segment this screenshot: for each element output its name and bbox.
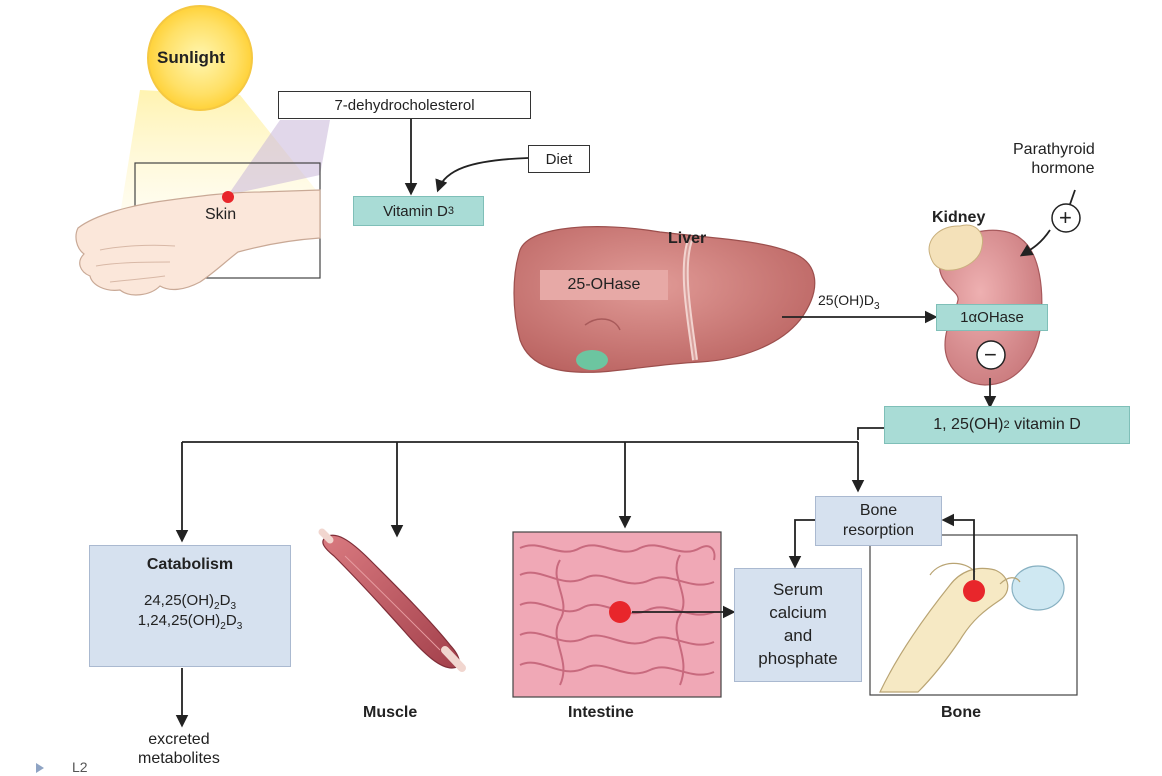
skin-highlight-cone — [228, 120, 330, 195]
serum-box: Serum calcium and phosphate — [734, 568, 862, 682]
excreted-line1: excreted — [148, 731, 210, 748]
catabolism-title: Catabolism — [146, 556, 234, 573]
ohase25-box: 25-OHase — [540, 270, 668, 300]
liver-label: Liver — [668, 230, 707, 247]
muscle-icon — [318, 528, 466, 672]
diet-label: Diet — [545, 150, 573, 168]
active-vitamin-d-box: 1, 25(OH)2 vitamin D — [884, 406, 1130, 444]
intestine-marker — [609, 601, 631, 623]
catabolism-box: Catabolism 24,25(OH)2D3 1,24,25(OH)2D3 — [89, 545, 291, 667]
catabolism-metabolite-1: 24,25(OH)2D3 — [144, 592, 236, 612]
serum-line3: and — [783, 626, 813, 645]
serum-line2: calcium — [769, 603, 827, 623]
vitamin-d3-subscript: 3 — [447, 205, 454, 217]
ohase1a-label: 1αOHase — [960, 309, 1024, 326]
serum-line1: Serum — [772, 580, 824, 600]
bone-marker — [963, 580, 985, 602]
pth-plus-sign: + — [1059, 205, 1072, 230]
dehydrocholesterol-box: 7-dehydrocholesterol — [278, 91, 531, 119]
active-vitamin-d-suffix: vitamin D — [1009, 416, 1081, 433]
sun-icon — [147, 5, 253, 111]
kidney-label: Kidney — [932, 209, 986, 226]
active-vitamin-d-subscript: 2 — [1003, 419, 1010, 431]
vitamin-d3-label: Vitamin D — [383, 202, 448, 220]
excreted-line2: metabolites — [138, 750, 220, 768]
diet-box: Diet — [528, 145, 590, 173]
hand-icon — [75, 189, 321, 296]
intestine-icon — [519, 544, 716, 686]
pth-plus-circle — [1051, 203, 1081, 233]
muscle-label: Muscle — [363, 704, 418, 721]
catabolism-metabolite-2: 1,24,25(OH)2D3 — [137, 612, 243, 632]
oh-d3-subscript: 3 — [874, 300, 880, 312]
sunlight-label: Sunlight — [157, 48, 225, 67]
dehydrocholesterol-label: 7-dehydrocholesterol — [334, 96, 475, 114]
kidney-minus-sign: − — [984, 342, 997, 367]
ohase1a-box: 1αOHase — [936, 304, 1048, 331]
bone-resorption-box: Bone resorption — [815, 496, 942, 546]
active-vitamin-d-prefix: 1, 25(OH) — [933, 416, 1004, 433]
serum-line4: phosphate — [758, 648, 838, 668]
oh-d3-label: 25(OH)D3 — [818, 292, 880, 313]
ohase25-label: 25-OHase — [567, 276, 641, 293]
bone-resorption-line1: Bone — [859, 502, 898, 519]
arrows — [175, 118, 1076, 728]
intestine-label: Intestine — [568, 704, 634, 721]
excreted-metabolites-label: excreted metabolites — [138, 730, 220, 768]
pth-label-line1: Parathyroid — [1013, 141, 1095, 158]
skin-marker — [222, 191, 234, 203]
kidney-minus-circle — [976, 340, 1006, 370]
corner-triangle-icon — [36, 763, 44, 773]
pth-label-line2: hormone — [1031, 160, 1095, 178]
corner-text: L2 — [72, 759, 88, 775]
oh-d3-text: 25(OH)D — [818, 292, 875, 308]
pth-label: Parathyroid hormone — [1013, 140, 1095, 178]
bone-resorption-line2: resorption — [842, 522, 915, 539]
bone-label: Bone — [941, 704, 981, 721]
skin-label: Skin — [205, 206, 237, 223]
